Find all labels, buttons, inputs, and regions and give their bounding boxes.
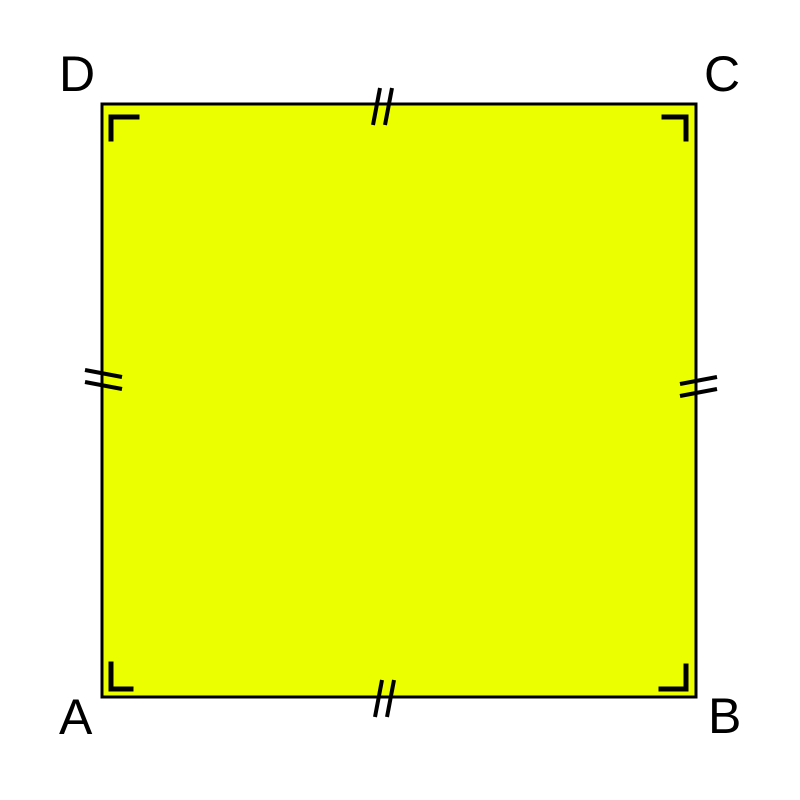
tick-mark-top: [371, 87, 394, 126]
right-angle-mark-a: [108, 661, 134, 692]
vertex-label-a: A: [59, 689, 93, 745]
right-angle-mark-c: [661, 114, 689, 142]
right-angle-marks: [108, 114, 689, 692]
vertex-label-b: B: [708, 688, 741, 744]
square-abcd: [100, 102, 698, 699]
equal-side-marks: [84, 87, 718, 718]
vertex-label-d: D: [59, 46, 95, 102]
vertex-label-c: C: [704, 46, 740, 102]
right-angle-mark-d: [108, 114, 140, 142]
right-angle-mark-b: [658, 663, 689, 692]
tick-mark-left: [84, 368, 123, 391]
tick-mark-bottom: [373, 679, 396, 718]
tick-mark-right: [679, 375, 718, 398]
